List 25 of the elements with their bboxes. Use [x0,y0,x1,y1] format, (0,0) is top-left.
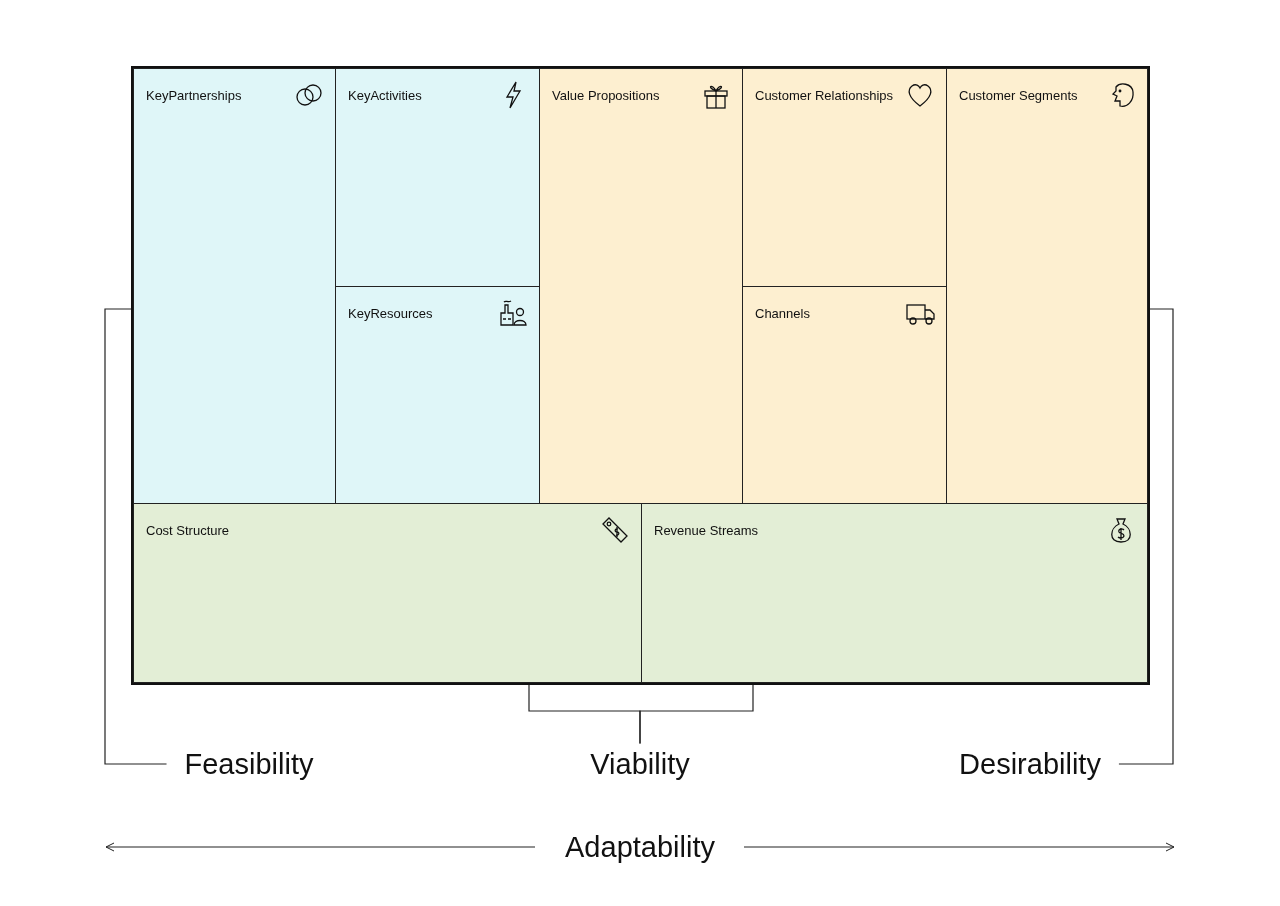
canvas-block [641,503,1148,683]
bracket-line [104,308,168,765]
canvas-block [133,68,336,504]
canvas-block [133,503,642,683]
block-title: Revenue Streams [654,523,759,538]
canvas-block [539,68,743,504]
dimension-heading: Adaptability [565,830,715,864]
canvas-block [946,68,1148,504]
canvas-block [742,68,947,287]
bracket-line [639,682,754,745]
block-title: KeyResources [348,306,433,321]
canvas-block [335,68,540,287]
bracket-line [1118,308,1174,765]
block-title: KeyPartnerships [146,88,242,103]
dimension-heading: Viability [590,747,690,781]
canvas-block [742,286,947,504]
block-title: Value Propositions [552,88,660,103]
block-title: Customer Relationships [755,88,893,103]
canvas-block [335,286,540,504]
block-title: KeyActivities [348,88,422,103]
block-title: Cost Structure [146,523,230,538]
block-title: Channels [755,306,810,321]
block-title: Customer Segments [959,88,1078,103]
dimension-heading: Feasibility [184,747,314,781]
dimension-heading: Desirability [959,747,1101,781]
